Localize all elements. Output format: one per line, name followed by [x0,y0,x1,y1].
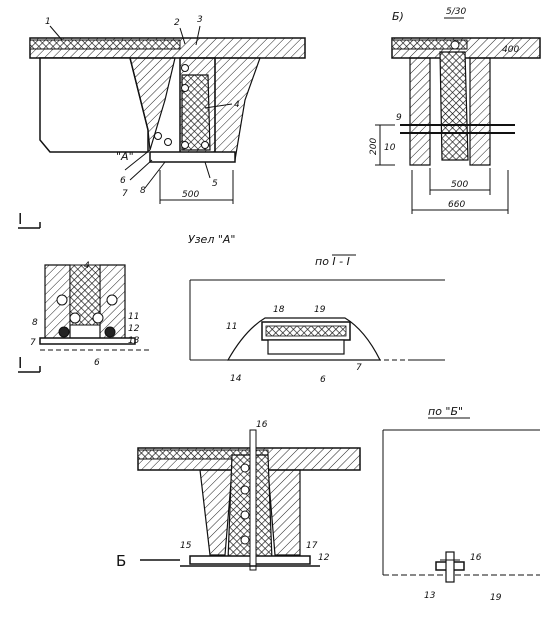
label-11-detail: 11 [128,312,139,322]
label-19-elevation: 19 [490,593,502,603]
label-10: 10 [384,143,396,153]
label-14-section: 14 [230,374,242,384]
dimension-400: 400 [502,45,519,55]
main-section-figure [18,25,306,229]
label-19-section: 19 [314,305,326,315]
label-9: 9 [396,113,402,123]
node-a-callout: "A" [116,150,134,163]
section-mark-top: I [18,210,22,228]
label-8-detail: 8 [32,318,38,328]
label-8: 8 [140,186,146,196]
label-6-detail: 6 [94,358,100,368]
label-1: 1 [45,17,51,27]
label-3: 3 [197,15,203,25]
view-b-arrow-letter: Б [116,552,126,570]
dimension-200: 200 [369,138,379,155]
label-6-section: 6 [320,375,326,385]
dimension-500: 500 [182,190,199,200]
view-b-figure [375,17,541,214]
view-b-title: Б) [392,10,404,23]
node-a-detail-figure [18,264,150,373]
node-a-title: Узел "А" [188,233,236,246]
label-12-bottom: 12 [318,553,330,563]
dimension-660: 660 [448,200,465,210]
section-i-figure [189,279,445,361]
label-4: 4 [234,100,240,110]
label-11-section: 11 [226,322,237,332]
dimension-5130: 5/30 [446,7,466,17]
label-7-section: 7 [356,363,362,373]
label-16-bottom: 16 [256,420,268,430]
label-15-bottom: 15 [180,541,192,551]
view-b-elevation-figure [382,429,540,583]
label-18-section: 18 [273,305,285,315]
label-4-detail: 4 [84,261,90,271]
label-16-elevation: 16 [470,553,482,563]
section-i-title: по I - I [315,255,350,268]
label-7-detail: 7 [30,338,36,348]
bottom-section-figure [137,429,361,571]
label-6: 6 [120,176,126,186]
view-b-section-title: по "Б" [428,405,463,418]
section-mark-bottom: I [18,354,22,372]
label-7: 7 [122,189,128,199]
label-17-bottom: 17 [306,541,318,551]
dimension-500-b: 500 [451,180,468,190]
label-12-detail: 12 [128,324,140,334]
label-2: 2 [174,18,180,28]
label-13-detail: 13 [128,336,140,346]
label-13-elevation: 13 [424,591,436,601]
label-5: 5 [212,179,218,189]
